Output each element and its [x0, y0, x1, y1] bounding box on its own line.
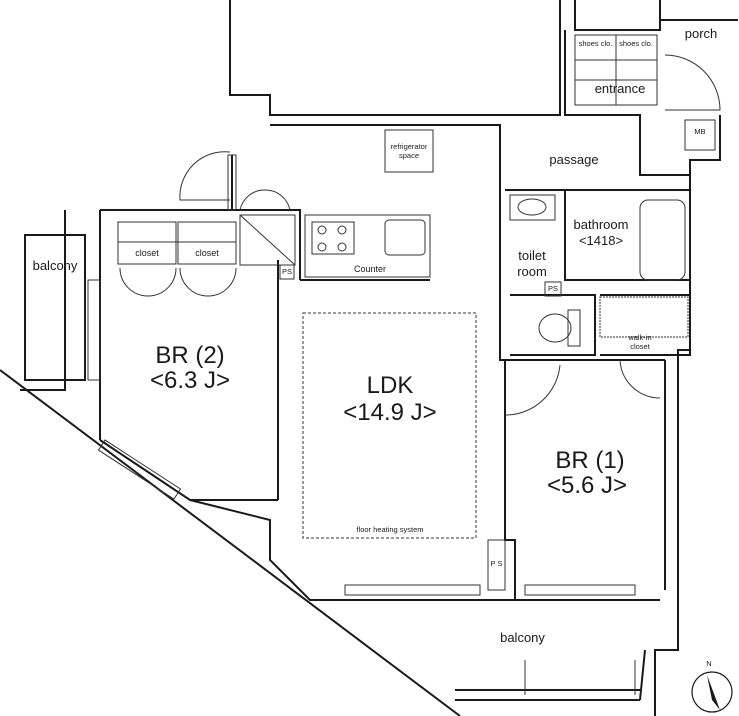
fridge-space: [384, 129, 434, 173]
label-ps-bottom: P S: [490, 559, 503, 568]
door-arc-walkin: [619, 359, 661, 399]
room-size-br2: <6.3 J>: [149, 367, 231, 394]
door-arc-br2: [179, 151, 231, 201]
label-ps-toilet: PS: [547, 284, 558, 293]
wall-toilet: [510, 294, 596, 356]
door-arc-entrance: [664, 54, 721, 111]
counter: [304, 214, 431, 278]
balcony-left-rect: [24, 234, 86, 381]
outer-wall-top-right: [574, 0, 661, 31]
label-toilet-2: room: [517, 264, 547, 279]
door-arc-ldk: [239, 189, 291, 211]
room-size-br1: <5.6 J>: [546, 472, 628, 499]
balcony-bottom-edge: [639, 649, 646, 701]
label-closet-2: closet: [195, 248, 219, 258]
sink: [384, 219, 426, 256]
window-br1-bottom: [524, 584, 636, 596]
label-shoes-closet-1: shoes clo.: [578, 39, 613, 48]
label-balcony-bottom: balcony: [500, 630, 545, 645]
label-porch: porch: [684, 26, 718, 41]
wall-left-exterior: [20, 210, 66, 391]
window-br2-left: [87, 279, 101, 381]
label-north: N: [706, 659, 712, 668]
label-mb: MB: [694, 127, 706, 136]
label-shoes-closet-2: shoes clo.: [619, 39, 653, 48]
label-ps-kitchen: PS: [281, 267, 292, 276]
bathtub: [639, 199, 686, 281]
inner-entrance-wall: [564, 30, 690, 176]
label-fridge-2: space: [398, 151, 419, 160]
label-balcony-left: balcony: [32, 258, 78, 273]
toilet-fixture: [538, 313, 572, 343]
room-name-ldk: LDK: [366, 372, 414, 399]
window-top: [227, 154, 237, 211]
north-arrow-icon: [691, 671, 733, 713]
kitchen-sink-cabinet: [239, 214, 296, 266]
window-br2-diag: [97, 439, 182, 500]
door-arc-br1-ldk: [504, 364, 561, 416]
window-ldk-bottom: [344, 584, 481, 596]
wall-br2-diag: [99, 439, 278, 501]
room-size-ldk: <14.9 J>: [343, 399, 437, 426]
wall-ldk-top: [270, 124, 501, 190]
label-counter: Counter: [353, 264, 387, 274]
label-floor-heating: floor heating system: [356, 525, 424, 534]
room-name-bathroom: bathroom: [573, 217, 629, 232]
wall-ldk-right: [499, 190, 516, 600]
diagonal-exterior: [0, 369, 461, 716]
room-name-br1: BR (1): [555, 447, 625, 474]
wall-ldk-left: [231, 155, 301, 280]
room-name-br2: BR (2): [155, 342, 225, 369]
porch-wall: [659, 0, 738, 21]
wall-walkin: [600, 294, 691, 356]
label-closet-1: closet: [135, 248, 159, 258]
floor-heating-area: [302, 312, 477, 539]
balcony-bottom-rail: [455, 689, 640, 701]
label-walkin-2: closet: [630, 342, 650, 351]
stove: [311, 221, 355, 255]
vanity: [509, 194, 556, 221]
room-size-bathroom: <1418>: [578, 233, 624, 248]
outer-wall-top: [229, 0, 561, 116]
label-walkin-1: walk-in: [628, 333, 652, 342]
walkin-shelf: [599, 296, 689, 338]
closet-box-1: [117, 221, 177, 265]
label-passage: passage: [549, 152, 599, 167]
label-entrance: entrance: [594, 81, 646, 96]
closet-box-2: [177, 221, 237, 265]
diagonal-inner: [189, 499, 350, 601]
label-toilet-1: toilet: [518, 248, 546, 263]
label-fridge-1: refrigerator: [390, 142, 428, 151]
